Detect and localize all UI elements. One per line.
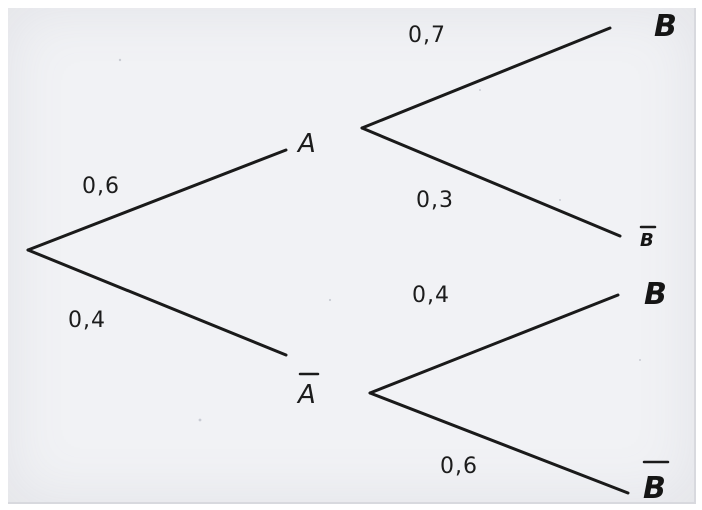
prob-A-to-B: 0,7 <box>408 23 446 48</box>
prob-root-to-A: 0,6 <box>82 174 120 199</box>
scanned-paper-background <box>8 8 696 504</box>
event-A-bar: A <box>296 380 316 410</box>
event-B-bar-after-A-bar: B <box>643 471 666 506</box>
branch-A-to-B <box>360 26 612 130</box>
event-B-after-A-bar: B <box>644 277 667 312</box>
branch-A-to-B-bar <box>360 126 622 238</box>
branch-root-to-A-bar <box>26 248 288 357</box>
prob-A-bar-to-B: 0,4 <box>412 283 450 308</box>
prob-A-to-B-bar: 0,3 <box>416 188 454 213</box>
event-B-bar-after-A-bar-group: B <box>642 460 670 506</box>
event-B-bar-after-A-group: B <box>639 225 657 251</box>
scan-noise <box>118 58 641 422</box>
prob-root-to-A-bar: 0,4 <box>68 308 106 333</box>
branch-root-to-A <box>26 148 288 252</box>
event-B-after-A: B <box>654 9 677 44</box>
branch-A-bar-to-B-bar <box>368 391 630 495</box>
prob-A-bar-to-B-bar: 0,6 <box>440 454 478 479</box>
event-A: A <box>296 129 316 159</box>
branch-A-bar-to-B <box>368 293 620 395</box>
event-B-bar-after-A: B <box>640 230 654 251</box>
event-A-bar-group: A <box>296 372 320 410</box>
